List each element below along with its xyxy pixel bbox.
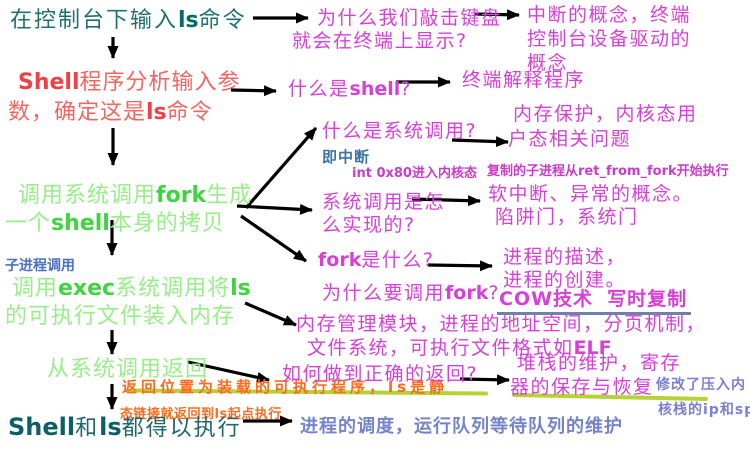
- exec-text2: 系统调用将: [115, 276, 231, 301]
- q-shell-text2: ?: [400, 78, 412, 100]
- q-keyboard-line1: 为什么我们敲击键盘: [317, 7, 502, 29]
- node-exec-line2: 的可执行文件装入内存: [5, 304, 236, 329]
- fork-word3: fork: [445, 282, 489, 304]
- arrow-forkwhat-to-processdesc: [427, 260, 493, 272]
- node-shell-parse-line1: Shell程序分析输入参: [18, 70, 241, 95]
- note-ip-sp-line2: 核栈的ip和sp: [658, 402, 750, 418]
- shell-parse-text3: 命令: [166, 100, 213, 125]
- a-interrupt-concept-line3: 概念: [527, 52, 569, 74]
- fork-text1: 调用系统调用: [18, 183, 157, 208]
- shell-word2: shell: [51, 211, 110, 236]
- note-ip-sp-line1: 修改了压入内: [656, 377, 746, 393]
- label-ie-interrupt: 即中断: [322, 148, 371, 166]
- note-static-link-line1: 返回位置为装载的可执行程序，ls是静: [122, 378, 449, 396]
- fork-word: fork: [156, 183, 207, 208]
- node-exec-line1: 调用exec系统调用将ls: [12, 276, 251, 301]
- a-mem-protect-line1: 内存保护，内核态用: [513, 103, 698, 125]
- q-what-is-shell: 什么是shell?: [288, 78, 412, 101]
- final-text1: 和: [75, 416, 100, 441]
- q-whyfork-text1: 为什么要调用: [322, 282, 446, 304]
- a-stack-line2: 器的保存与恢复: [510, 376, 654, 398]
- cow-underlined: COW技术写时复制: [497, 288, 692, 315]
- final-text2: 都得以执行: [121, 416, 242, 441]
- node-fork-line2: 一个shell本身的拷贝: [5, 211, 225, 236]
- shell-word3: Shell: [8, 413, 76, 441]
- a-process-desc-line2: 进程的创建。: [503, 269, 627, 291]
- q-shell-text1: 什么是: [288, 78, 350, 100]
- a-memory-line2: 文件系统，可执行文件格式如ELF: [307, 337, 612, 360]
- q-whyfork-text2: ?: [488, 282, 500, 304]
- node-fork-line1: 调用系统调用fork生成: [18, 183, 252, 208]
- fork-text3: 一个: [5, 211, 52, 236]
- q-how-syscall-line1: 系统调用是怎: [322, 191, 446, 213]
- note-int0x80: int 0x80进入内核态: [352, 166, 477, 181]
- a-memory-text: 文件系统，可执行文件格式如: [307, 337, 574, 359]
- q-how-syscall-line2: 么实现的?: [322, 214, 416, 236]
- arrow-fork-to-syscallq: [244, 126, 318, 210]
- a-stack-line1: 堆栈的维护，寄存: [517, 352, 682, 374]
- node-console-input: 在控制台下输入ls命令: [10, 8, 247, 33]
- elf-word: ELF: [573, 337, 612, 359]
- a-cow-technology: COW技术写时复制: [497, 288, 692, 315]
- cow-text2: 写时复制: [607, 288, 688, 310]
- note-static-link-line2: 态链接就返回到ls起点执行: [120, 407, 282, 422]
- exec-text1: 调用: [12, 276, 59, 301]
- a-interrupt-concept-line1: 中断的概念，终端: [527, 4, 692, 26]
- arrow-exec-to-memory: [244, 301, 297, 327]
- a-soft-interrupt-line1: 软中断、异常的概念。: [488, 183, 694, 205]
- exec-word: exec: [58, 276, 116, 301]
- q-what-is-fork: fork是什么?: [318, 249, 435, 272]
- fork-word2: fork: [318, 249, 362, 271]
- q-correct-return: 如何做到正确的返回?: [282, 363, 479, 385]
- node-console-text-post: 命令: [198, 8, 247, 33]
- ls-word2: ls: [230, 276, 251, 301]
- q-why-fork: 为什么要调用fork?: [322, 282, 500, 305]
- q-fork-text: 是什么?: [361, 249, 435, 271]
- a-terminal-interpreter: 终端解释程序: [462, 69, 586, 91]
- label-child-process: 子进程调用: [5, 258, 75, 274]
- node-console-ls: ls: [178, 8, 199, 33]
- node-shell-parse-line2: 数，确定这是ls命令: [8, 100, 213, 125]
- a-soft-interrupt-line2: 陷阱门，系统门: [495, 206, 639, 228]
- note-ret-from-fork: 复制的子进程从ret_from_fork开始执行: [487, 164, 729, 179]
- a-memory-line1: 内存管理模块，进程的地址空间，分页机制，: [296, 313, 707, 335]
- cow-text1: COW技术: [499, 288, 594, 310]
- node-return: 从系统调用返回: [47, 357, 209, 382]
- shell-parse-text1: 程序分析输入参: [79, 70, 241, 95]
- node-final: Shell和ls都得以执行: [8, 413, 242, 442]
- ls-word3: ls: [99, 413, 122, 441]
- a-mem-protect-line2: 户态相关问题: [508, 128, 632, 150]
- a-process-desc-line1: 进程的描述，: [503, 246, 627, 268]
- node-console-text-pre: 在控制台下输入: [10, 8, 179, 33]
- q-keyboard-line2: 就会在终端上显示?: [292, 30, 468, 52]
- a-interrupt-concept-line2: 控制台设备驱动的: [527, 28, 692, 50]
- arrow-fork-to-forkwhat: [240, 214, 307, 263]
- shell-parse-text2: 数，确定这是: [8, 100, 147, 125]
- fork-text4: 本身的拷贝: [109, 211, 225, 236]
- ls-word: ls: [146, 100, 167, 125]
- q-shell-word: shell: [349, 78, 401, 100]
- shell-word: Shell: [18, 70, 80, 95]
- q-what-is-syscall: 什么是系统调用?: [322, 120, 478, 142]
- a-schedule: 进程的调度，运行队列等待队列的维护: [300, 416, 623, 437]
- fork-text2: 生成: [206, 183, 253, 208]
